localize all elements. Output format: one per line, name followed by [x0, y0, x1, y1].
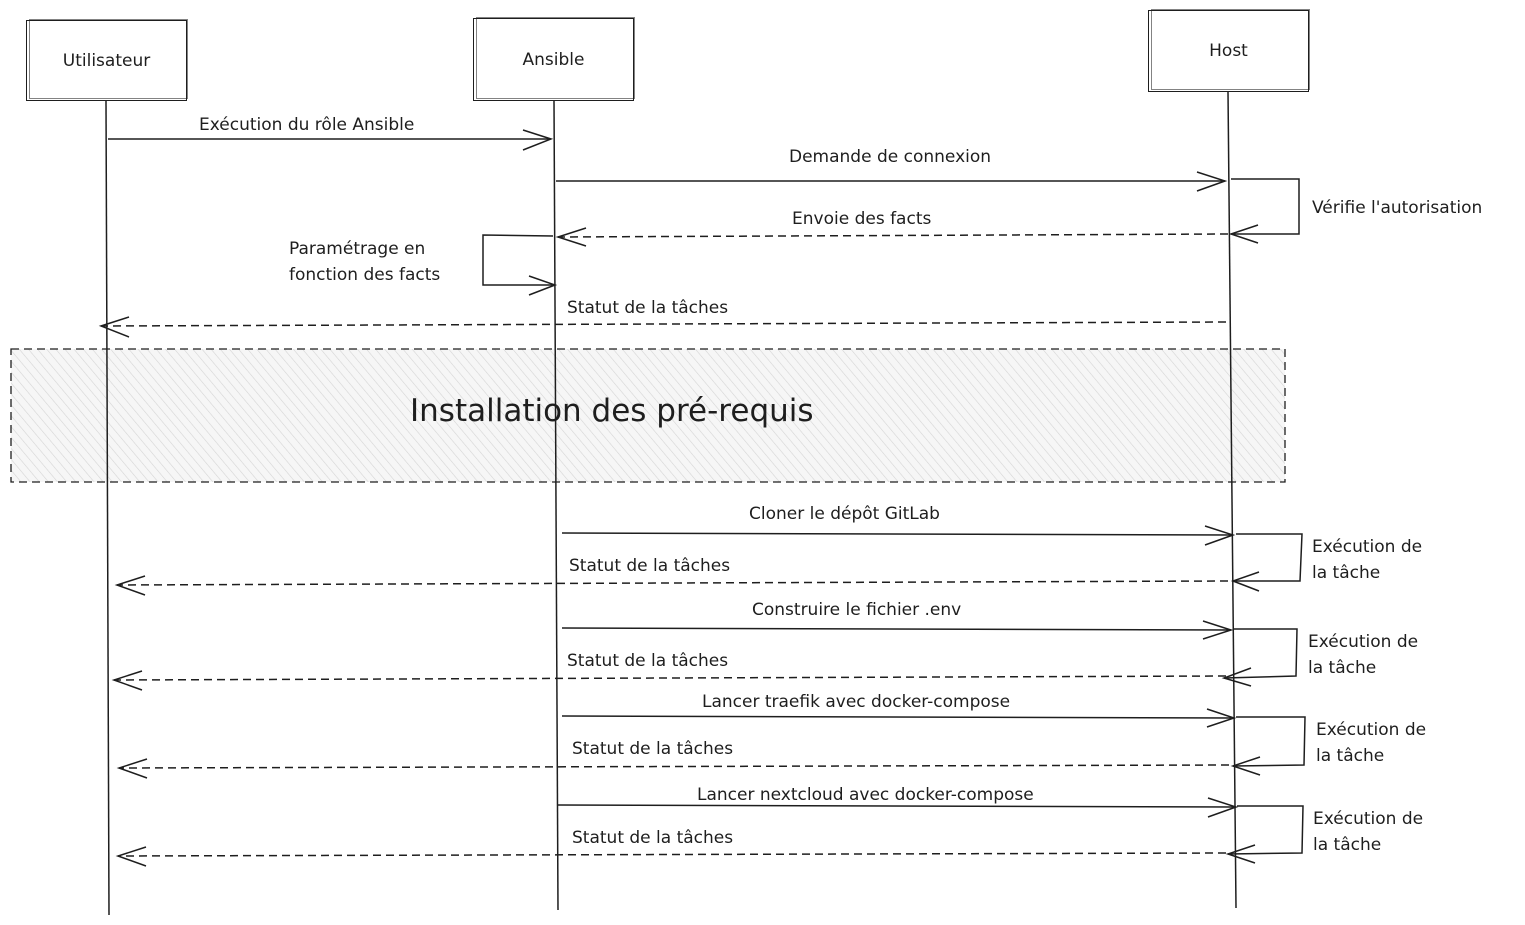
label-status-2: Statut de la tâches — [569, 556, 731, 576]
selfcall-check-auth — [1228, 178, 1300, 244]
lifeline-utilisateur — [105, 100, 110, 916]
label-status-5: Statut de la tâches — [572, 828, 734, 848]
label-connect-request: Demande de connexion — [789, 147, 992, 167]
arrow-status-2 — [114, 575, 1229, 596]
arrow-run-role — [108, 129, 554, 151]
arrow-build-env — [561, 620, 1234, 640]
label-status-3: Statut de la tâches — [567, 651, 729, 671]
arrow-launch-nextcloud — [557, 797, 1239, 818]
lifeline-host — [1227, 91, 1237, 909]
selfcall-configure-facts — [482, 234, 558, 296]
participant-host: Host — [1148, 9, 1310, 92]
arrow-status-4 — [116, 758, 1230, 779]
label-launch-nextcloud: Lancer nextcloud avec docker-compose — [697, 785, 1034, 805]
participant-ansible: Ansible — [473, 17, 635, 101]
arrow-status-5 — [115, 846, 1227, 867]
selfcall-exec-1 — [1230, 533, 1303, 592]
participant-utilisateur: Utilisateur — [26, 19, 188, 101]
label-clone-repo: Cloner le dépôt GitLab — [749, 504, 940, 524]
arrow-status-1 — [98, 316, 1227, 338]
label-send-facts: Envoie des facts — [792, 209, 932, 229]
label-exec-4: Exécution de la tâche — [1313, 809, 1424, 855]
label-exec-1: Exécution de la tâche — [1312, 537, 1423, 583]
arrow-connect-request — [556, 171, 1228, 192]
participant-host-label: Host — [1209, 41, 1248, 61]
participant-ansible-label: Ansible — [522, 49, 585, 70]
selfcall-exec-3 — [1230, 716, 1306, 776]
participant-utilisateur-label: Utilisateur — [62, 50, 151, 71]
group-installation-prerequis — [10, 348, 1286, 483]
label-launch-traefik: Lancer traefik avec docker-compose — [702, 692, 1011, 712]
label-exec-2: Exécution de la tâche — [1308, 632, 1419, 678]
group-title: Installation des pré-requis — [410, 393, 814, 429]
label-status-4: Statut de la tâches — [572, 739, 734, 759]
lifeline-ansible — [553, 100, 559, 911]
arrow-status-3 — [111, 670, 1227, 691]
arrow-launch-traefik — [561, 708, 1237, 728]
label-configure-facts: Paramétrage en fonction des facts — [289, 239, 441, 285]
arrow-clone-repo — [561, 525, 1236, 546]
label-build-env: Construire le fichier .env — [752, 600, 962, 620]
label-run-role: Exécution du rôle Ansible — [199, 115, 415, 135]
label-check-auth: Vérifie l'autorisation — [1312, 198, 1483, 218]
selfcall-exec-4 — [1225, 805, 1304, 864]
label-exec-3: Exécution de la tâche — [1316, 720, 1427, 766]
label-status-1: Statut de la tâches — [567, 298, 729, 318]
selfcall-exec-2 — [1221, 628, 1298, 687]
arrow-send-facts — [555, 227, 1229, 247]
